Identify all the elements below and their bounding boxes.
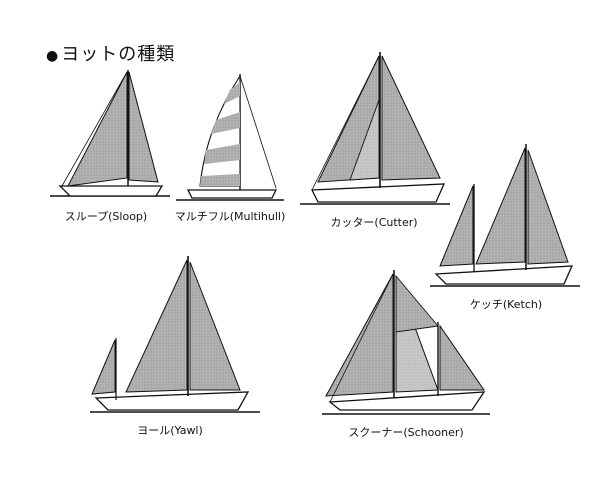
cutter-hull — [310, 183, 446, 203]
schooner-mainsail — [439, 324, 485, 391]
boat-label-schooner: スクーナー(Schooner) — [348, 426, 464, 439]
schooner-hull — [328, 391, 486, 411]
ketch-mizzen-sail — [439, 185, 474, 267]
diagram-title: ●ヨットの種類 — [46, 40, 175, 66]
ketch-hull — [434, 265, 574, 285]
cutter-drawing — [300, 52, 450, 205]
diagram-title-text: ヨットの種類 — [61, 44, 176, 65]
sloop-drawing — [50, 70, 170, 197]
multihull-sail-stripe — [200, 174, 240, 186]
yawl-drawing — [90, 256, 260, 413]
schooner-jib — [325, 273, 394, 397]
multihull-sail-stripe — [211, 112, 240, 134]
ketch-jib — [475, 147, 526, 265]
cutter-mainsail — [381, 55, 441, 181]
multihull-sail-stripe — [204, 144, 240, 164]
boat-label-cutter: カッター(Cutter) — [330, 216, 418, 229]
boat-label-ketch: ケッチ(Ketch) — [469, 298, 543, 311]
yawl-mizzen-sail — [91, 339, 116, 395]
cutter-forestay — [311, 55, 380, 191]
multihull-drawing — [176, 74, 284, 201]
boat-label-multihull: マルチフル(Multihull) — [174, 210, 286, 223]
multihull-hull — [186, 189, 278, 199]
multihull-stay — [239, 75, 277, 189]
yawl-jib — [125, 259, 188, 393]
sloop-jib — [67, 71, 128, 187]
sloop-mainsail — [128, 71, 159, 183]
boat-label-sloop: スループ(Sloop) — [64, 210, 148, 223]
ketch-mainsail — [527, 149, 569, 265]
cutter-staysail — [349, 99, 380, 181]
schooner-drawing — [322, 270, 490, 415]
ketch-drawing — [430, 144, 580, 287]
multihull-sail-stripe — [224, 82, 240, 104]
schooner-topsail — [395, 274, 439, 333]
sloop-forestay — [61, 71, 128, 187]
bullet-icon: ● — [46, 48, 60, 64]
schooner-forestay — [329, 273, 394, 403]
yawl-mainsail — [189, 261, 241, 391]
boat-label-yawl: ヨール(Yawl) — [137, 424, 203, 437]
sloop-hull — [58, 185, 164, 197]
yawl-hull — [94, 391, 250, 411]
